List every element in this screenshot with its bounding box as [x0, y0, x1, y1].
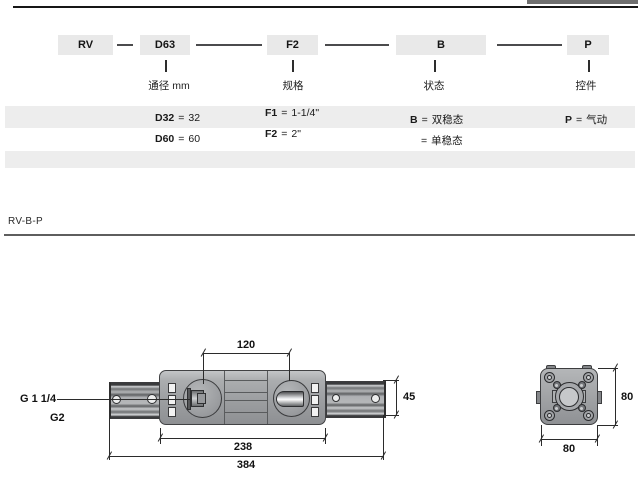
field-label-bore: 通径 mm — [148, 80, 190, 92]
option-code: D60 — [155, 133, 175, 145]
dim-leader — [203, 353, 205, 384]
field-tick — [588, 60, 590, 72]
corner-bolt-center — [586, 413, 591, 418]
corner-bolt-center — [547, 413, 552, 418]
code-box-spec: F2 — [267, 35, 318, 55]
option-code: B — [410, 114, 418, 126]
dimension-line — [203, 353, 289, 355]
connector-line — [117, 44, 133, 46]
body-section-line — [225, 379, 267, 381]
dim-extension — [383, 415, 399, 417]
option-value: 32 — [188, 112, 201, 124]
dimension-line — [109, 456, 383, 458]
equals-sign: = — [178, 112, 185, 124]
field-tick — [165, 60, 167, 72]
center-boss-bore — [559, 386, 579, 407]
boss-bolt-dot — [580, 383, 583, 387]
option-control-1: P=气动 — [565, 112, 607, 127]
right-rail-port-hole — [370, 393, 380, 403]
option-band — [5, 106, 635, 128]
equals-sign: = — [421, 114, 428, 126]
field-tick — [292, 60, 294, 72]
option-code: F1 — [265, 107, 278, 119]
option-value: 单稳态 — [431, 135, 463, 147]
dim-value-total-length: 384 — [236, 459, 256, 471]
option-value: 60 — [188, 133, 201, 145]
dimension-line — [541, 439, 598, 441]
field-label-spec: 规格 — [282, 80, 304, 92]
code-box-state: B — [396, 35, 486, 55]
dim-extension — [598, 368, 618, 370]
body-section-line — [224, 371, 225, 424]
dim-extension — [598, 424, 618, 426]
option-bore-2: D60=60 — [155, 133, 200, 145]
option-value: 气动 — [586, 114, 608, 126]
field-label-control: 控件 — [575, 80, 597, 92]
boss-bolt-dot — [580, 406, 583, 410]
boss-bolt-dot — [555, 406, 558, 410]
dim-value-rail-height: 45 — [403, 391, 416, 403]
header-rule — [13, 6, 638, 8]
option-state-1: B=双稳态 — [410, 112, 463, 127]
dim-extension — [383, 416, 385, 460]
header-accent-bar — [527, 0, 638, 4]
body-section-line — [225, 400, 267, 401]
left-plug-square — [197, 393, 206, 404]
corner-bolt-center — [547, 375, 552, 380]
equals-sign: = — [178, 133, 185, 145]
boss-bolt-dot — [555, 383, 558, 387]
code-box-bore: D63 — [140, 35, 190, 55]
corner-bolt-center — [586, 375, 591, 380]
dim-value-body-length: 238 — [233, 441, 253, 453]
option-band — [5, 151, 635, 168]
equals-sign: = — [421, 135, 428, 147]
dimension-line — [614, 368, 616, 425]
dim-value-hole-spacing: 120 — [236, 339, 256, 351]
option-value: 双稳态 — [431, 114, 464, 126]
dim-extension — [109, 418, 111, 460]
option-value: 2" — [291, 128, 301, 140]
dim-leader — [288, 353, 290, 381]
option-spec-2: F2=2" — [265, 128, 301, 140]
field-tick — [434, 60, 436, 72]
option-value: 1-1/4" — [291, 107, 320, 119]
option-code: D32 — [155, 112, 175, 124]
body-slot — [311, 407, 319, 417]
body-section-line — [225, 411, 267, 413]
dim-value-end-height: 80 — [621, 391, 634, 403]
body-section-line — [225, 391, 267, 393]
body-slot — [168, 407, 176, 417]
port-thread-label-1: G 1 1/4 — [20, 393, 57, 405]
dimension-line — [160, 438, 326, 440]
connector-line — [497, 44, 562, 46]
connector-line — [196, 44, 262, 46]
port-leader-line — [57, 399, 190, 401]
code-box-control: P — [567, 35, 609, 55]
body-slot — [311, 395, 319, 405]
option-state-2: =单稳态 — [421, 133, 463, 148]
field-label-state: 状态 — [423, 80, 445, 92]
dimension-line — [396, 380, 398, 416]
body-slot — [168, 383, 176, 393]
dim-extension — [383, 380, 399, 382]
right-plug-cylinder — [276, 391, 304, 407]
equals-sign: = — [576, 114, 583, 126]
equals-sign: = — [281, 128, 288, 140]
model-code-label: RV-B-P — [8, 216, 43, 227]
body-section-line — [266, 371, 268, 424]
option-spec-1: F1=1-1/4" — [265, 107, 319, 119]
option-code: F2 — [265, 128, 278, 140]
port-thread-label-2: G2 — [50, 412, 65, 424]
option-code: P — [565, 114, 573, 126]
right-rail-port-hole — [332, 394, 340, 402]
body-slot — [311, 383, 319, 393]
connector-line — [325, 44, 389, 46]
section-divider — [4, 234, 635, 236]
code-box-series: RV — [58, 35, 113, 55]
option-bore-1: D32=32 — [155, 112, 200, 124]
equals-sign: = — [281, 107, 288, 119]
dim-value-end-width: 80 — [562, 443, 576, 455]
